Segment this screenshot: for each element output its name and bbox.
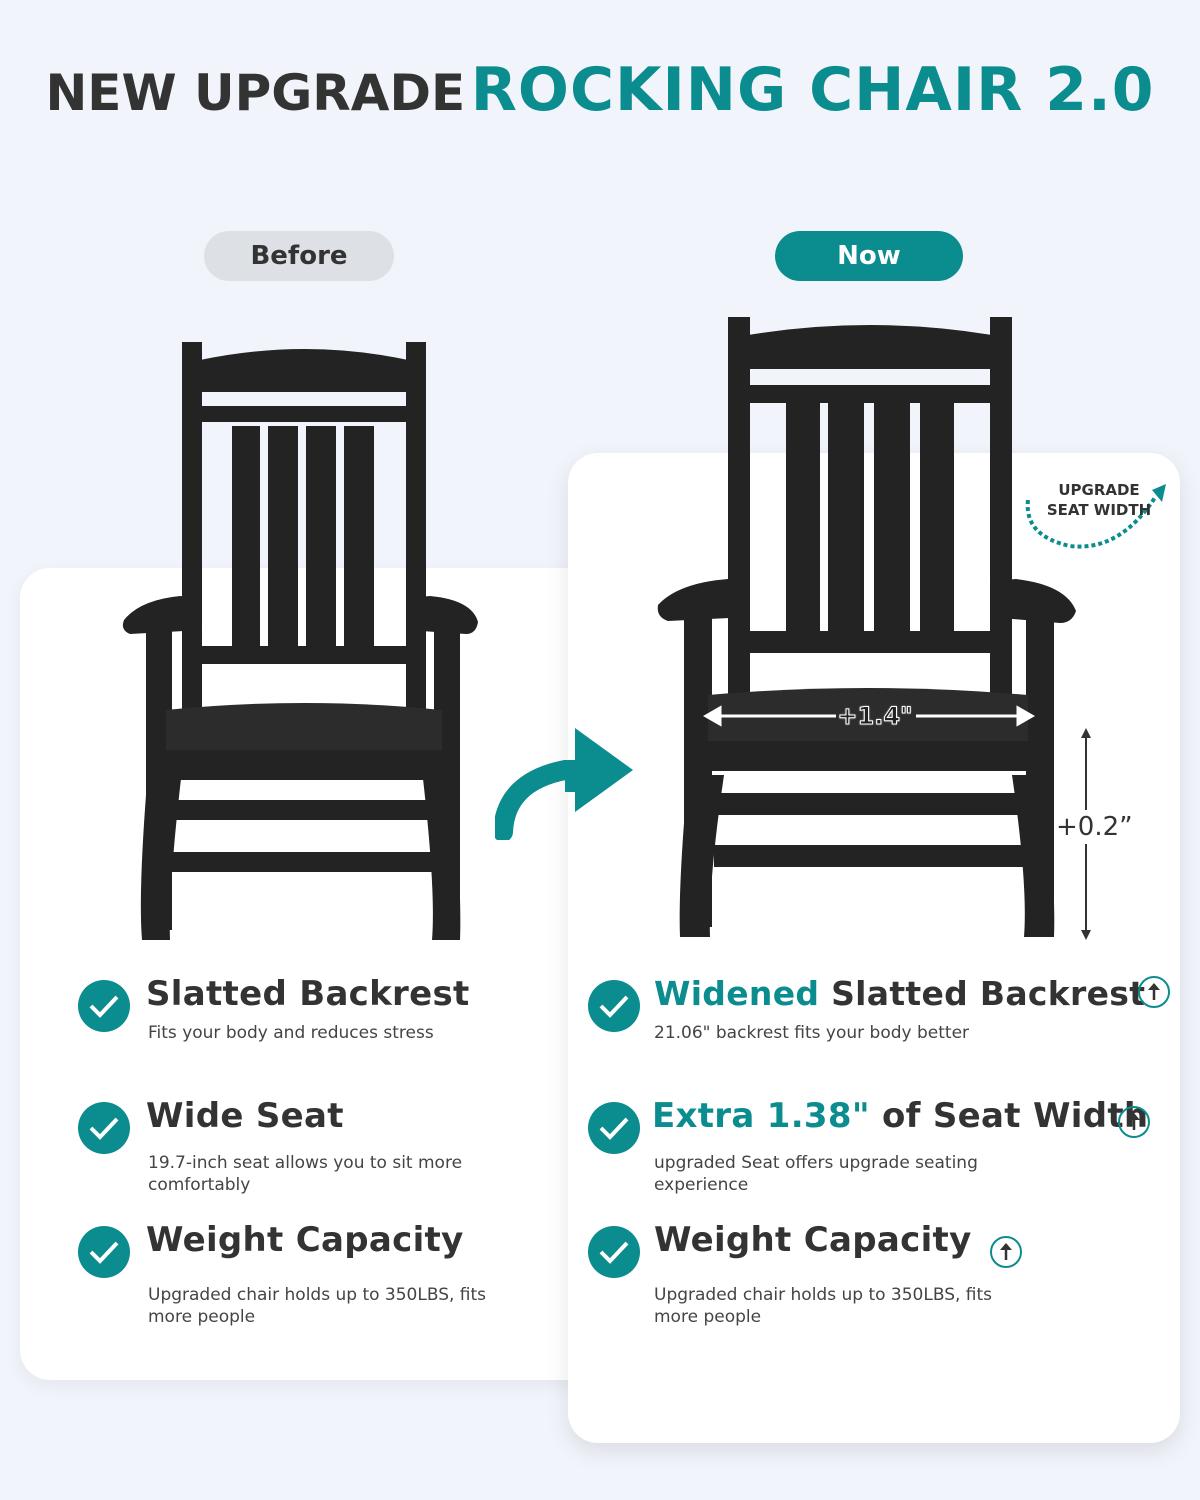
up-arrow-circle-icon [990,1236,1022,1268]
feature-title: Widened Slatted Backrest [654,974,1145,1013]
feature-desc: 21.06" backrest fits your body better [654,1023,970,1043]
check-circle-icon [588,980,640,1032]
feature-desc: Upgraded chair holds up to 350LBS, fits … [148,1285,487,1327]
now-label: Now [775,231,963,281]
curved-arrow-icon [495,728,633,840]
badge-line-1: UPGRADE [1058,481,1140,499]
feature-title: Wide Seat [146,1096,344,1136]
check-circle-icon [588,1226,640,1278]
check-circle-icon [588,1102,640,1154]
badge-line-2: SEAT WIDTH [1046,501,1152,519]
feature-title: Weight Capacity [654,1220,972,1260]
feature-title: Extra 1.38" of Seat Width [652,1096,1148,1136]
feature-desc: 19.7-inch seat allows you to sit more co… [148,1153,463,1195]
before-chair-image [122,342,478,940]
feature-title-rest: Slatted Backrest [819,974,1146,1013]
headline: NEW UPGRADE ROCKING CHAIR 2.0 [0,55,1200,125]
headline-product: ROCKING CHAIR 2.0 [470,55,1155,125]
feature-title: Weight Capacity [146,1220,464,1260]
feature-title-highlight: Widened [654,974,820,1013]
up-arrow-circle-icon [1138,976,1170,1008]
feature-desc: Upgraded chair holds up to 350LBS, fits … [654,1285,993,1327]
up-arrow-circle-icon [1118,1106,1150,1138]
now-chair-image [657,317,1076,937]
feature-title-highlight: Extra 1.38" [652,1096,870,1136]
check-circle-icon [78,1102,130,1154]
before-label: Before [204,231,394,281]
feature-title: Slatted Backrest [146,974,470,1014]
feature-desc: upgraded Seat offers upgrade seating exp… [654,1153,978,1195]
feature-title-rest: Weight Capacity [654,1220,972,1260]
feature-title-rest: of Seat Width [869,1096,1149,1136]
upgrade-seat-width-badge: UPGRADE SEAT WIDTH [1020,476,1170,556]
seat-height-dimension: +0.2” [1054,810,1135,844]
headline-prefix: NEW UPGRADE [45,64,466,122]
check-circle-icon [78,980,130,1032]
seat-width-dimension: +1.4" [837,702,913,731]
curved-arrow-icon [1025,484,1166,549]
check-circle-icon [78,1226,130,1278]
feature-desc: Fits your body and reduces stress [148,1023,434,1043]
